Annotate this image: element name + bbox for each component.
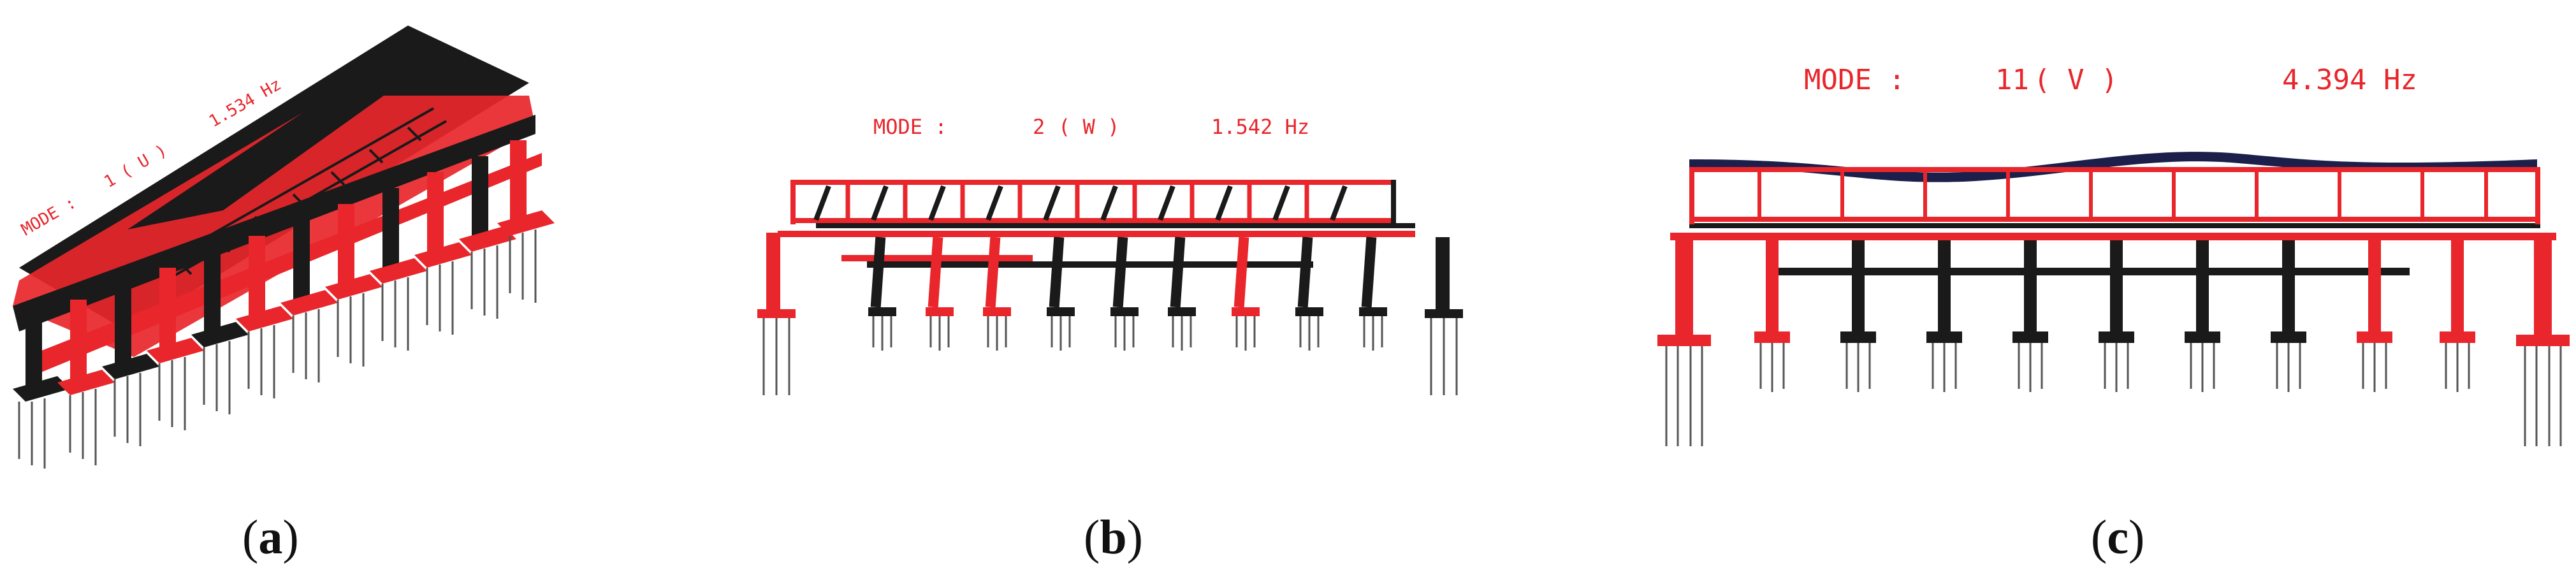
- elevation-drawing-b: MODE : 2 ( W ) 1.542 Hz: [757, 115, 1463, 395]
- mode-direction: ( U ): [117, 141, 170, 182]
- piles: [762, 316, 1458, 395]
- mode-label-b: MODE : 2 ( W ) 1.542 Hz: [873, 115, 1309, 139]
- roof-ridge-band: [127, 51, 446, 229]
- roof-truss-verticals: [845, 185, 1309, 220]
- elevation-drawing-c: MODE : 11 ( V ) 4.394 Hz: [1657, 64, 2570, 446]
- mode-direction: ( V ): [2034, 64, 2118, 96]
- isometric-structure-drawing: MODE : 1 ( U ) 1.534 Hz: [13, 25, 555, 469]
- piles: [18, 229, 537, 469]
- secondary-beam: [867, 261, 1313, 268]
- mode-label: MODE :: [1804, 64, 1905, 96]
- front-columns: [25, 140, 527, 389]
- mode-shape-panel-c: MODE : 11 ( V ) 4.394 Hz: [1645, 0, 2576, 582]
- roof-truss-diagonals: [813, 185, 1348, 221]
- mode-number: 11: [1995, 64, 2029, 96]
- roof-frame: [790, 180, 1415, 228]
- deformed-roof-wave: [1689, 152, 2537, 182]
- front-eave-beam: [13, 115, 535, 331]
- mode-frequency: 1.542 Hz: [1211, 115, 1309, 139]
- mode-shape-panel-a: MODE : 1 ( U ) 1.534 Hz (a): [0, 0, 688, 582]
- caption-b: (b): [1084, 511, 1143, 564]
- caption-a: (a): [242, 511, 299, 564]
- mode-label: MODE :: [18, 193, 80, 240]
- mode-frequency: 4.394 Hz: [2282, 64, 2417, 96]
- roof-verticals: [1757, 172, 2488, 220]
- mode-direction: ( W ): [1058, 115, 1119, 139]
- mode-label: MODE :: [873, 115, 947, 139]
- floor-beam: [778, 231, 1415, 237]
- roof-frame: [1689, 167, 2540, 228]
- pile-caps: [757, 307, 1463, 318]
- floor-beam: [1670, 233, 2556, 240]
- mode-label-c: MODE : 11 ( V ) 4.394 Hz: [1804, 64, 2417, 96]
- caption-c: (c): [2091, 511, 2145, 564]
- pile-caps: [13, 210, 555, 402]
- piles: [1665, 343, 2562, 446]
- columns: [1675, 236, 2552, 338]
- secondary-beam: [1772, 268, 2410, 275]
- mode-number: 1: [101, 170, 119, 192]
- mode-number: 2: [1033, 115, 1045, 139]
- pile-caps: [1657, 331, 2570, 346]
- lower-deck: [25, 153, 542, 376]
- columns: [766, 233, 1450, 310]
- mode-shape-panel-b: MODE : 2 ( W ) 1.542 Hz: [727, 0, 1479, 582]
